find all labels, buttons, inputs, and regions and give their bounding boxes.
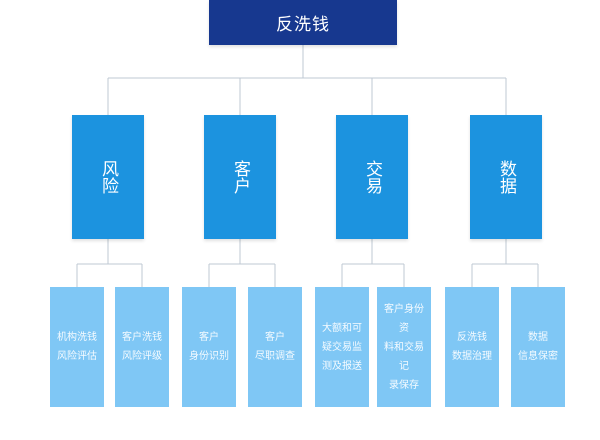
leaf-line: 数据: [528, 332, 548, 343]
leaf-line: 风险评估: [57, 351, 97, 362]
category-node-data: 数据: [470, 115, 542, 239]
leaf-line: 客户: [199, 332, 219, 343]
leaf-line: 客户身份资: [384, 303, 424, 334]
leaf-node: 客户 身份识别: [182, 287, 236, 407]
leaf-line: 录保存: [389, 379, 419, 391]
category-label: 交易: [362, 160, 382, 194]
leaf-node: 数据 信息保密: [511, 287, 565, 407]
leaf-line: 身份识别: [189, 351, 229, 362]
leaf-line: 客户: [265, 332, 285, 343]
category-node-risk: 风险: [72, 115, 144, 239]
leaf-node: 反洗钱 数据治理: [445, 287, 499, 407]
leaf-line: 反洗钱: [457, 332, 487, 343]
leaf-line: 大额和可: [322, 322, 362, 334]
leaf-line: 信息保密: [518, 351, 558, 362]
category-label: 数据: [496, 160, 516, 194]
leaf-node: 客户身份资 料和交易记 录保存: [377, 287, 431, 407]
leaf-line: 料和交易记: [384, 341, 424, 372]
leaf-node: 客户洗钱 风险评级: [115, 287, 169, 407]
leaf-line: 测及报送: [322, 360, 362, 372]
leaf-node: 大额和可 疑交易监 测及报送: [315, 287, 369, 407]
root-node: 反洗钱: [209, 0, 397, 45]
leaf-line: 客户洗钱: [122, 332, 162, 343]
category-node-customer: 客户: [204, 115, 276, 239]
leaf-line: 数据治理: [452, 351, 492, 362]
root-label: 反洗钱: [276, 15, 330, 35]
category-node-transaction: 交易: [336, 115, 408, 239]
leaf-line: 风险评级: [122, 351, 162, 362]
leaf-node: 机构洗钱 风险评估: [50, 287, 104, 407]
leaf-node: 客户 尽职调查: [248, 287, 302, 407]
leaf-line: 尽职调查: [255, 351, 295, 362]
leaf-line: 疑交易监: [322, 341, 362, 353]
leaf-line: 机构洗钱: [57, 332, 97, 343]
category-label: 客户: [230, 160, 250, 194]
category-label: 风险: [98, 160, 118, 194]
